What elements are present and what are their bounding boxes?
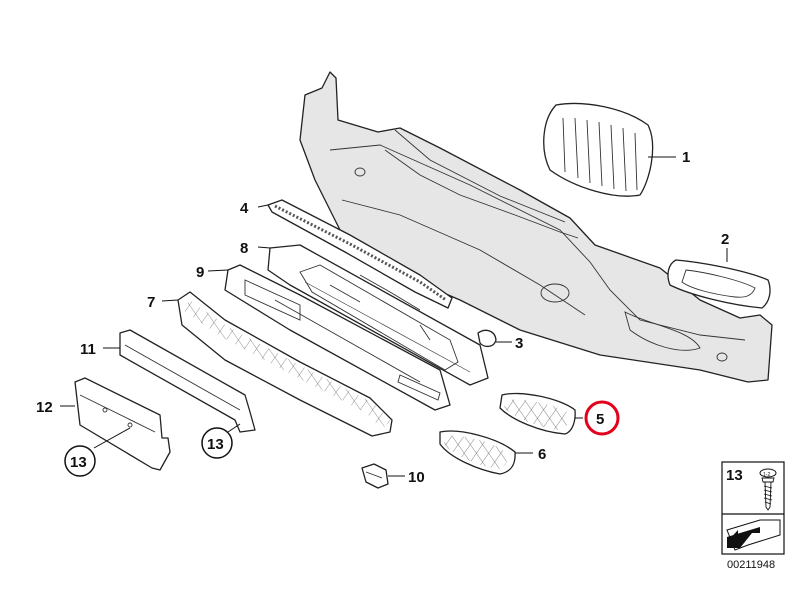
callout-1: 1: [682, 149, 690, 166]
license-plate-holder: [74, 377, 171, 471]
screw-icon: 1-2: [759, 468, 777, 511]
lower-mesh-grille: [177, 291, 393, 437]
callout-12: 12: [36, 399, 53, 416]
callout-7: 7: [147, 294, 155, 311]
center-grille-frame: [267, 244, 489, 386]
callout-13b-circle: [201, 427, 233, 459]
mounting-clip: [361, 463, 389, 489]
fog-light-frame: [667, 259, 771, 309]
callout-13a-circle: [64, 445, 96, 477]
callout-6: 6: [538, 446, 546, 463]
highlight-circle: [584, 400, 620, 436]
legend-box: 13 1-2 00211948: [721, 461, 785, 571]
leader-lines: [60, 156, 728, 477]
upper-grille-strip: [267, 199, 453, 309]
callout-5: 5: [596, 411, 604, 428]
screw-marking: 1-2: [763, 472, 770, 478]
legend-part-number: 13: [726, 467, 743, 484]
tow-hook-cover: [477, 329, 497, 348]
callout-13b: 13: [207, 436, 224, 453]
arrow-icon: [726, 519, 781, 551]
callout-13a: 13: [70, 454, 87, 471]
callout-3: 3: [515, 335, 523, 352]
callout-4: 4: [240, 200, 249, 217]
callout-10: 10: [408, 469, 425, 486]
callout-2: 2: [721, 231, 729, 248]
kidney-grille: [543, 102, 654, 197]
document-number: 00211948: [727, 559, 775, 571]
callout-8: 8: [240, 240, 248, 257]
left-side-grille: [439, 430, 516, 475]
bumper-insert-frame: [224, 264, 451, 411]
license-plate-base: [119, 329, 256, 433]
right-side-grille: [499, 392, 576, 435]
callout-9: 9: [196, 264, 204, 281]
callout-11: 11: [80, 341, 96, 358]
callout-labels: 1 2 3 4 5 6 7 8 9 10 11 12 13 13: [36, 149, 729, 486]
